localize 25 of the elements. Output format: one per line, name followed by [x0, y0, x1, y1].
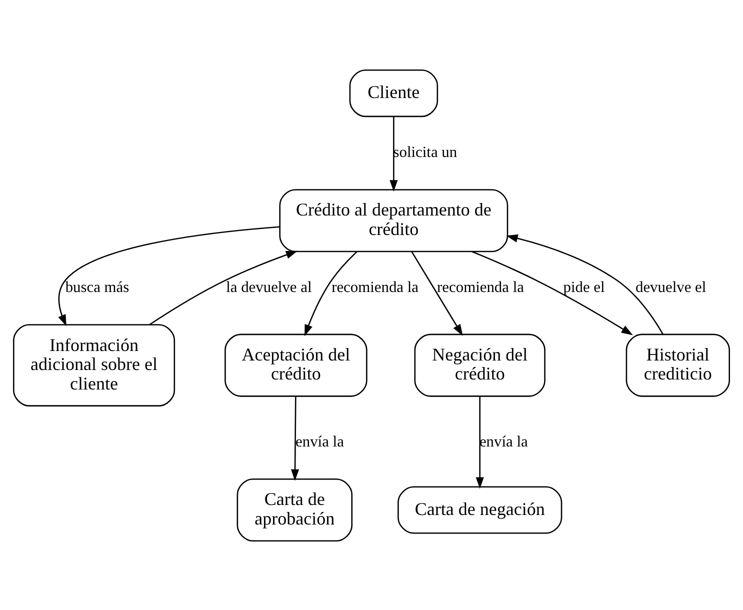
- edge-label: envía la: [296, 432, 344, 450]
- edge-label: la devuelve al: [226, 278, 312, 296]
- arrow: [58, 226, 280, 326]
- node-box: Cliente: [349, 69, 438, 117]
- node-box: Carta de aprobación: [236, 478, 353, 541]
- node-box: Historial crediticio: [626, 333, 730, 396]
- arrow: [390, 116, 398, 192]
- edge-label: pide el: [563, 278, 605, 296]
- edge-label: envía la: [479, 432, 528, 450]
- node-box: Crédito al departamento de crédito: [279, 188, 508, 252]
- node-box: Información adicional sobre el cliente: [13, 324, 176, 406]
- arrow: [411, 250, 463, 336]
- node-box: Negación del crédito: [414, 333, 546, 396]
- edge-label: busca más: [65, 278, 130, 296]
- arrow: [304, 250, 358, 336]
- arrow: [506, 234, 664, 334]
- arrow: [476, 396, 484, 488]
- node-box: Carta de negación: [398, 486, 562, 534]
- node-box: Aceptación del crédito: [224, 333, 368, 396]
- edge-label: devuelve el: [636, 278, 706, 296]
- arrow: [149, 250, 298, 325]
- edge-label: recomienda la: [332, 278, 418, 296]
- arrow: [472, 250, 633, 335]
- arrow: [290, 396, 300, 480]
- edge-label: recomienda la: [437, 278, 524, 296]
